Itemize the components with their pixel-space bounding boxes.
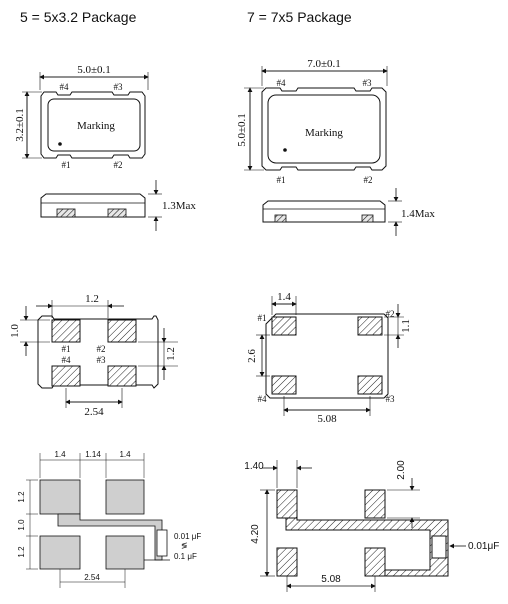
- layout5-pad: [39, 479, 81, 515]
- pads7-pin-label: #1: [258, 313, 267, 323]
- pkg7-side-pad: [274, 214, 287, 223]
- pkg5-lid: [47, 98, 141, 152]
- pads7-pad: [271, 316, 297, 336]
- pads5-pin-label: #1: [62, 344, 71, 354]
- pkg7-side-view: 1.4Max: [262, 188, 435, 236]
- layout5-pad: [105, 535, 145, 570]
- pkg7-pin-label: #2: [364, 175, 373, 185]
- layout7-pad: [364, 547, 386, 577]
- pkg7-pin-label: #4: [277, 78, 287, 88]
- pads7-bottom-dim: 5.08: [317, 413, 337, 425]
- layout5-left-dim: 1.0: [17, 519, 26, 531]
- pads5-left-dim: 1.0: [9, 324, 21, 338]
- pkg5-marking: Marking: [77, 120, 115, 132]
- pkg5-pin-label: #1: [62, 160, 71, 170]
- pads7-top-dim: 1.4: [277, 291, 291, 303]
- layout7-capacitor: [431, 535, 447, 559]
- layout5-land-pattern: 1.4 1.14 1.4 1.2 1.0 1.2 2.54 0.01 μF ≶ …: [17, 450, 201, 588]
- pads7-pad: [357, 375, 383, 395]
- pads5-pad: [107, 365, 137, 387]
- pads7-pad: [357, 316, 383, 336]
- pads5-bottom-view: #1 #2 #4 #3 1.2 1.0 1.2 2.54: [9, 293, 178, 418]
- pads5-pad: [51, 319, 81, 343]
- layout7-pad: [276, 489, 298, 519]
- pkg5-side-pad: [56, 208, 76, 218]
- pkg5-side-view: 1.3Max: [40, 180, 196, 231]
- pads5-right-dim: 1.2: [165, 347, 177, 361]
- layout7-cap-label: 0.01μF: [468, 541, 499, 552]
- heading-5x3.2: 5 = 5x3.2 Package: [20, 9, 137, 25]
- heading-7x5: 7 = 7x5 Package: [247, 9, 352, 25]
- pkg7-top-view: 7.0±0.1 5.0±0.1 Marking #4 #3 #1 #2: [236, 58, 388, 185]
- svg-text:≶: ≶: [181, 541, 188, 550]
- pkg5-pin1-dot: [58, 142, 62, 146]
- layout5-cap2-label: 0.1 μF: [174, 552, 197, 561]
- layout5-top-dim: 1.14: [85, 450, 101, 459]
- pkg7-pin-label: #1: [277, 175, 286, 185]
- pads7-pad: [271, 375, 297, 395]
- layout7-bottom-dim: 5.08: [321, 574, 341, 585]
- layout5-cap1-label: 0.01 μF: [174, 532, 201, 541]
- layout5-bottom-dim: 2.54: [84, 573, 100, 582]
- pkg7-lid: [267, 94, 381, 164]
- layout7-left-dim: 4.20: [250, 524, 261, 544]
- layout7-right-dim: 2.00: [396, 460, 407, 480]
- pads7-pin-label: #2: [386, 309, 395, 319]
- layout5-top-dim: 1.4: [119, 450, 131, 459]
- pkg5-side-height: 1.3Max: [162, 200, 196, 212]
- pkg5-pin-label: #3: [114, 82, 124, 92]
- pkg7-side-height: 1.4Max: [401, 208, 435, 220]
- layout5-capacitor: [156, 529, 168, 557]
- layout7-top-dim: 1.40: [244, 461, 264, 472]
- pkg5-side-pad: [107, 208, 127, 218]
- layout7-pad: [276, 547, 298, 577]
- pkg5-width-dim: 5.0±0.1: [77, 64, 111, 76]
- pkg7-width-dim: 7.0±0.1: [307, 58, 341, 70]
- pads5-pin-label: #4: [62, 355, 72, 365]
- pads5-top-dim: 1.2: [85, 293, 99, 305]
- pkg7-pin1-dot: [283, 148, 287, 152]
- pads5-pin-label: #2: [97, 344, 106, 354]
- layout5-left-dim: 1.2: [17, 491, 26, 503]
- layout7-pad: [364, 489, 386, 519]
- pkg5-pin-label: #4: [60, 82, 70, 92]
- layout5-pad: [105, 479, 145, 515]
- pkg7-side-pad: [361, 214, 374, 223]
- pads7-right-dim: 1.1: [400, 319, 412, 333]
- pkg5-pin-label: #2: [114, 160, 123, 170]
- layout5-pad: [39, 535, 81, 570]
- pads5-bottom-dim: 2.54: [84, 406, 104, 418]
- pads5-pad: [51, 365, 81, 387]
- pkg7-height-dim: 5.0±0.1: [236, 113, 248, 147]
- pkg7-marking: Marking: [305, 127, 343, 139]
- layout7-land-pattern: 1.40 2.00 4.20 5.08 0.01μF: [244, 460, 499, 592]
- pkg5-top-view: 5.0±0.1 3.2±0.1 Marking #4 #3 #1 #2: [14, 64, 149, 170]
- pads7-pin-label: #4: [258, 394, 268, 404]
- pads7-bottom-view: #1 #2 #4 #3 1.4 1.1 2.6 5.08: [246, 291, 412, 425]
- layout7-trace: [285, 517, 449, 577]
- layout5-left-dim: 1.2: [17, 546, 26, 558]
- pads7-left-dim: 2.6: [246, 349, 258, 363]
- pads5-pin-label: #3: [97, 355, 107, 365]
- pads7-pin-label: #3: [386, 394, 396, 404]
- pkg7-pin-label: #3: [363, 78, 373, 88]
- layout5-top-dim: 1.4: [54, 450, 66, 459]
- pkg5-height-dim: 3.2±0.1: [14, 108, 26, 142]
- pads5-pad: [107, 319, 137, 343]
